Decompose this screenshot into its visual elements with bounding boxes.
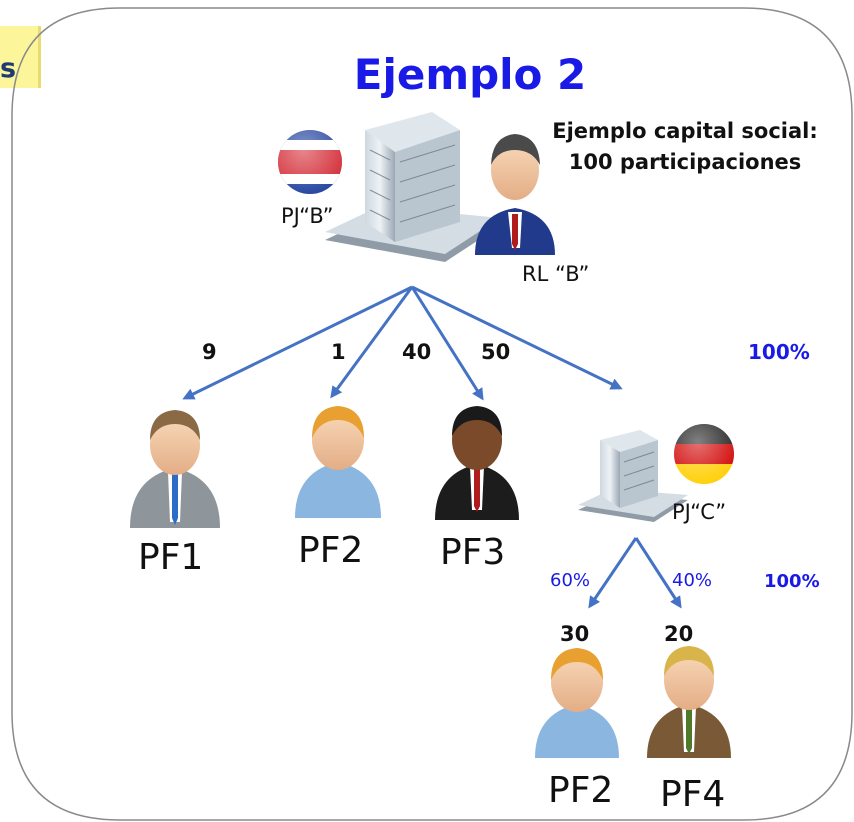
holder-label-pf4: PF4 bbox=[660, 774, 726, 815]
capital-note-line1: Ejemplo capital social: bbox=[552, 119, 818, 143]
share-value-pf2-bottom: 30 bbox=[560, 622, 590, 646]
share-value-pf4: 20 bbox=[664, 622, 694, 646]
representative-icon bbox=[475, 134, 555, 255]
holder-label-pf2-bottom: PF2 bbox=[548, 770, 614, 811]
arrows-level1 bbox=[182, 285, 623, 401]
diagram-title: Ejemplo 2 bbox=[353, 50, 587, 99]
arrows-level2 bbox=[588, 537, 682, 609]
germany-flag bbox=[674, 424, 734, 484]
person-icon-pf1 bbox=[130, 410, 220, 528]
subsidiary-building-icon bbox=[578, 430, 688, 522]
side-note-text: s bbox=[0, 53, 17, 84]
capital-note-line2: 100 participaciones bbox=[568, 150, 802, 174]
sticky-note bbox=[0, 26, 41, 88]
holder-label-pf1: PF1 bbox=[138, 537, 204, 578]
person-icon-pf2 bbox=[295, 406, 381, 518]
percent-pf4: 40% bbox=[672, 570, 713, 591]
holder-label-pf3: PF3 bbox=[440, 532, 506, 573]
holder-label-pf2: PF2 bbox=[298, 530, 364, 571]
entity-label-pjb: PJ“B” bbox=[281, 204, 334, 228]
share-value-pf1: 9 bbox=[202, 340, 217, 364]
frame-border bbox=[11, 7, 853, 821]
entity-label-pjc: PJ“C” bbox=[672, 500, 727, 524]
building-icon bbox=[325, 112, 500, 262]
rep-label-rlb: RL “B” bbox=[522, 262, 590, 286]
share-value-pf2: 1 bbox=[331, 340, 346, 364]
person-icon-pf3 bbox=[435, 406, 519, 520]
costa-rica-flag bbox=[278, 130, 342, 194]
share-value-pf3: 40 bbox=[402, 340, 432, 364]
share-value-pjc: 50 bbox=[481, 340, 511, 364]
total-percent-level2: 100% bbox=[764, 571, 820, 592]
total-percent-level1: 100% bbox=[748, 340, 810, 364]
person-icon-pf4 bbox=[647, 646, 731, 758]
person-icon-pf2-bottom bbox=[535, 648, 619, 758]
capital-note: Ejemplo capital social: 100 participacio… bbox=[530, 116, 840, 178]
percent-pf2-bottom: 60% bbox=[550, 570, 591, 591]
